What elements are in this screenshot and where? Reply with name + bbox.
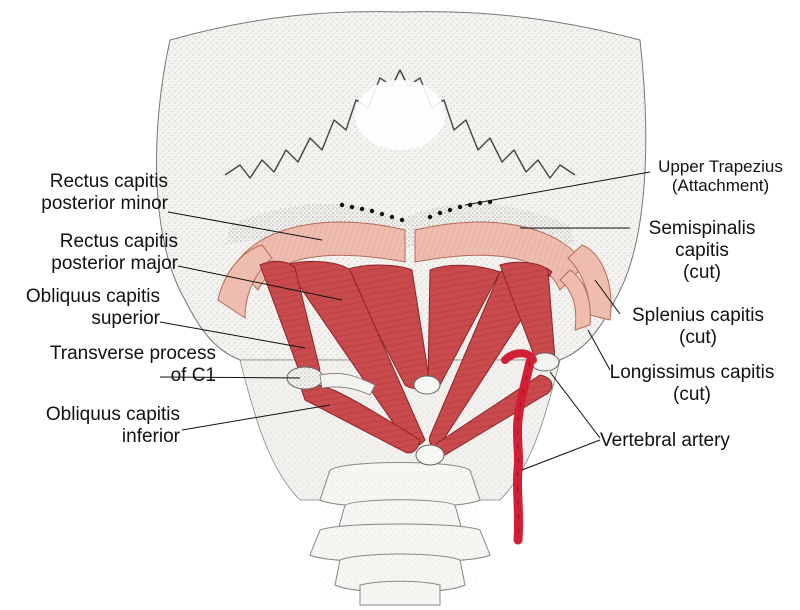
trapezius-attachment-dots (339, 199, 493, 223)
label-upper-trapezius: Upper Trapezius(Attachment) (658, 157, 783, 195)
vertebral-artery (501, 349, 537, 545)
semispinalis-capitis-cut (234, 221, 586, 291)
suboccipital-muscles (259, 260, 556, 456)
cervical-vertebrae (309, 462, 491, 606)
leader-lines (159, 171, 651, 471)
label-longissimus-capitis: Longissimus capitis(cut) (609, 362, 775, 405)
atlas-c1 (286, 352, 560, 466)
label-splenius-capitis: Splenius capitis(cut) (631, 305, 765, 348)
label-vertebral-artery: Vertebral artery (600, 430, 730, 451)
splenius-capitis-cut (217, 244, 612, 331)
